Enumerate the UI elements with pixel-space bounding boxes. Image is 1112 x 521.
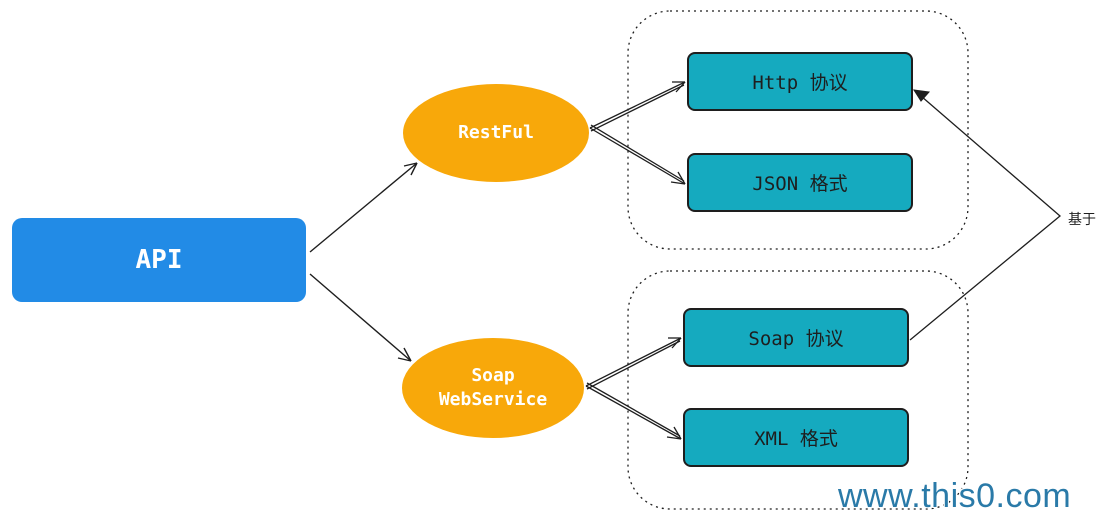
http-protocol-label: Http 协议 bbox=[752, 72, 848, 94]
http-protocol-node: Http 协议 bbox=[687, 52, 913, 111]
based-on-label: 基于 bbox=[1068, 212, 1096, 228]
json-format-label: JSON 格式 bbox=[752, 173, 848, 195]
group-container-top bbox=[627, 10, 969, 250]
arrow-restful-to-json bbox=[589, 124, 686, 185]
soap-node-label-line1: Soap bbox=[471, 365, 515, 386]
soap-webservice-node: Soap WebService bbox=[402, 338, 584, 438]
arrow-based-on bbox=[909, 89, 1062, 341]
arrow-api-to-restful bbox=[309, 162, 418, 253]
arrow-soap-to-soap-protocol bbox=[585, 337, 682, 390]
soap-protocol-node: Soap 协议 bbox=[683, 308, 909, 367]
soap-node-label-line2: WebService bbox=[438, 389, 548, 410]
arrow-restful-to-http bbox=[589, 81, 686, 132]
soap-protocol-label: Soap 协议 bbox=[748, 328, 844, 350]
xml-format-node: XML 格式 bbox=[683, 408, 909, 467]
restful-node: RestFul bbox=[403, 84, 589, 182]
restful-node-label: RestFul bbox=[458, 122, 534, 143]
arrow-api-to-soap bbox=[309, 273, 412, 362]
api-node-label: API bbox=[135, 245, 183, 275]
watermark-text: www.this0.com bbox=[838, 477, 1072, 515]
group-container-bottom bbox=[627, 270, 969, 510]
arrowhead-based-on bbox=[913, 89, 930, 102]
api-node: API bbox=[12, 218, 306, 302]
xml-format-label: XML 格式 bbox=[754, 428, 838, 450]
arrow-soap-to-xml bbox=[585, 382, 682, 440]
json-format-node: JSON 格式 bbox=[687, 153, 913, 212]
